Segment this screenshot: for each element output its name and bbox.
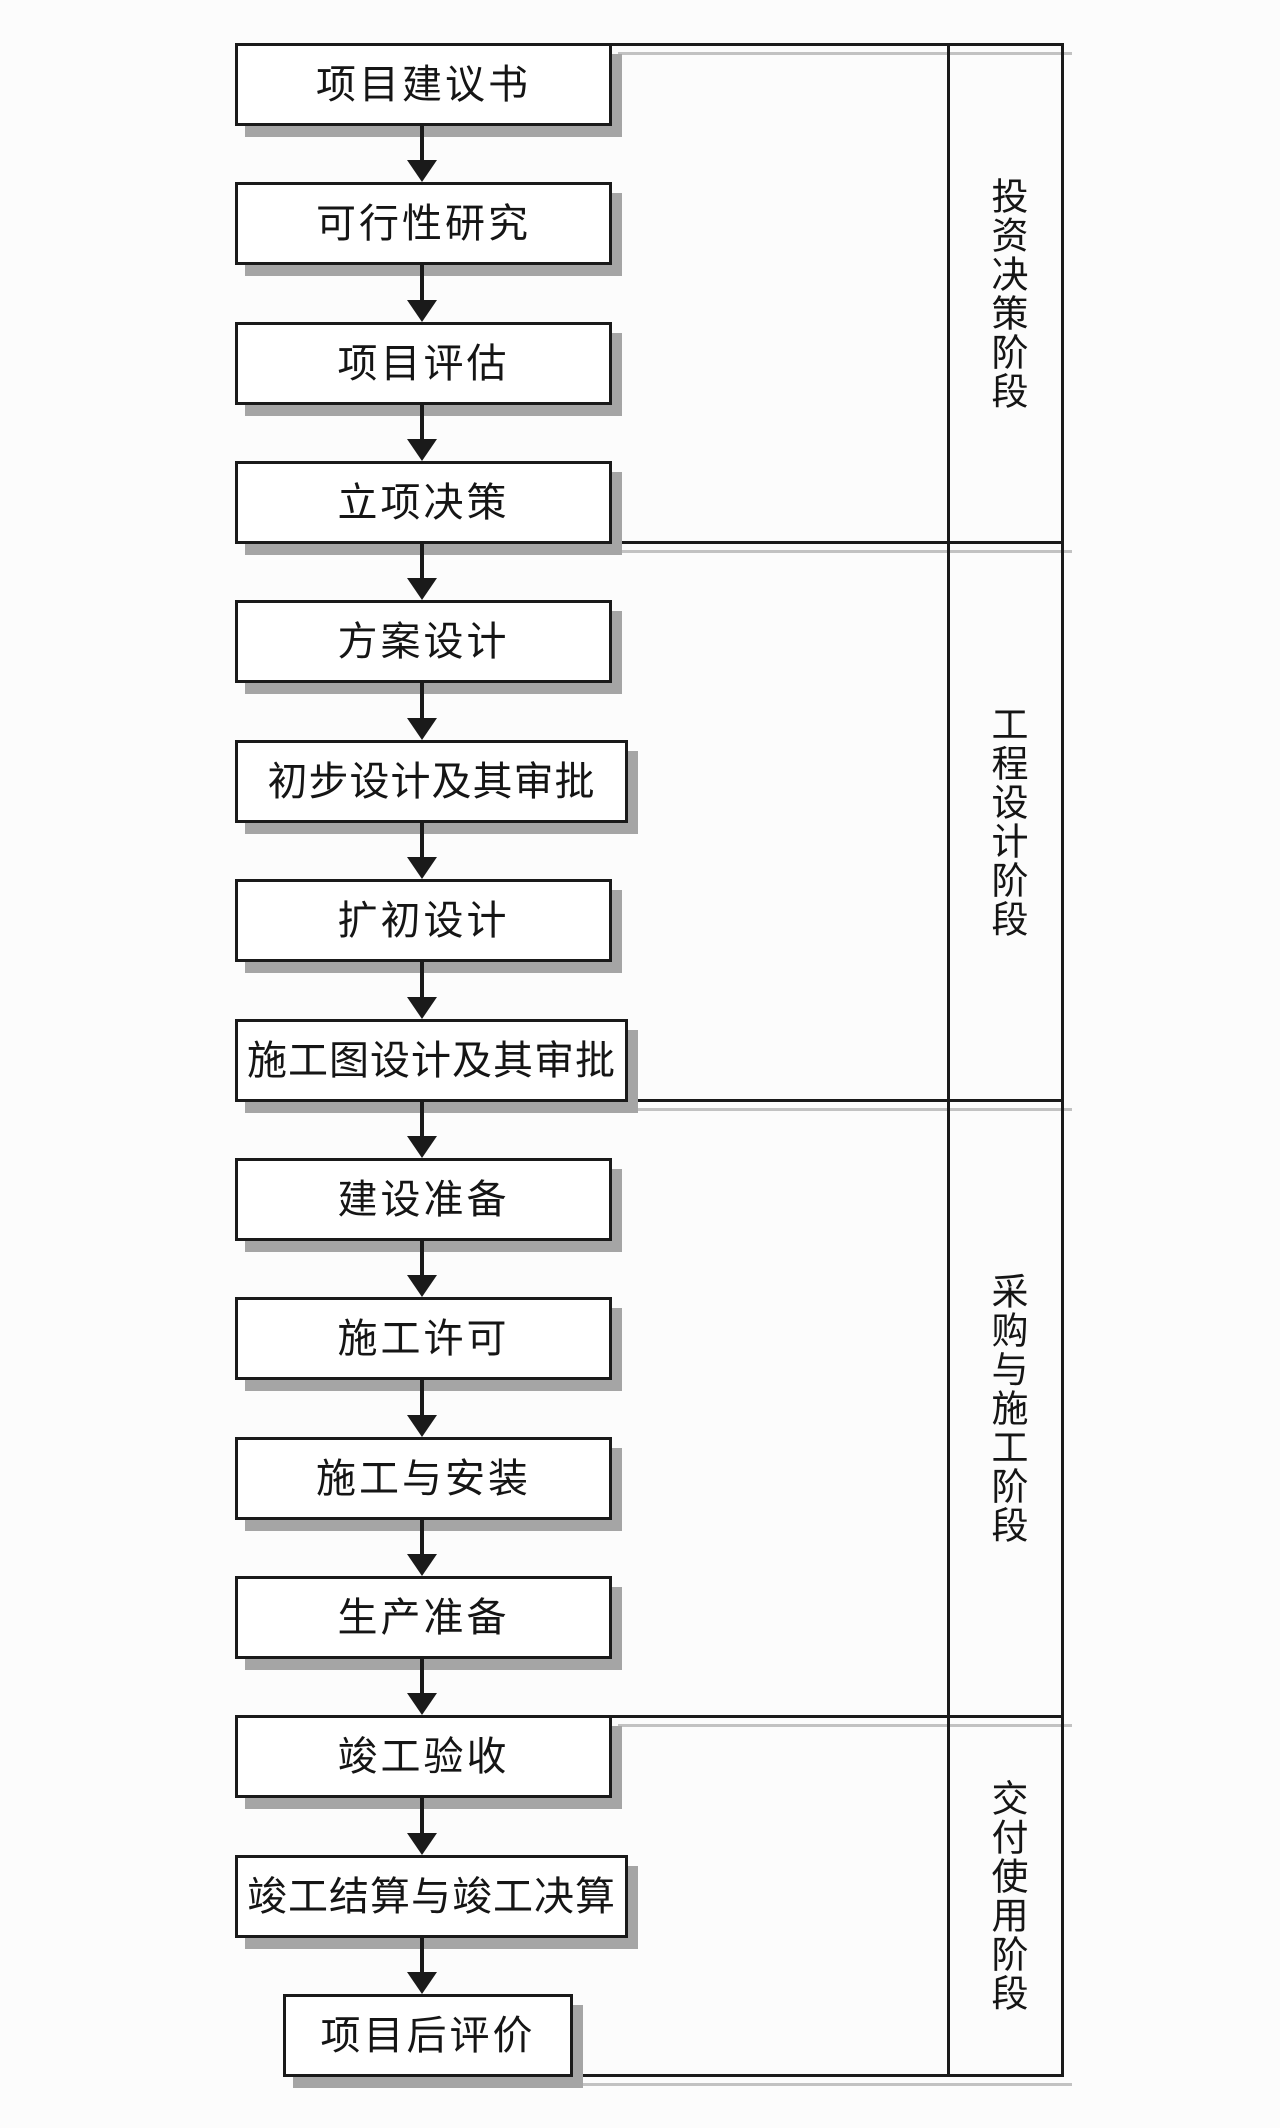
flow-box-completion-acceptance: 竣工验收 xyxy=(235,1715,612,1798)
arrow-down-head-icon xyxy=(407,160,437,182)
flow-box-feasibility-study: 可行性研究 xyxy=(235,182,612,265)
arrow-shaft xyxy=(420,124,424,160)
stage-label-text: 采购与施工阶段 xyxy=(984,1272,1026,1545)
flow-box-label: 项目建议书 xyxy=(316,61,531,107)
arrow-shaft xyxy=(420,1796,424,1833)
down-arrow-connector xyxy=(407,1796,437,1855)
flow-box-post-project-evaluation: 项目后评价 xyxy=(283,1994,573,2077)
down-arrow-connector xyxy=(407,1657,437,1715)
arrow-shaft xyxy=(420,1657,424,1693)
down-arrow-connector xyxy=(407,1239,437,1297)
flow-box-label: 项目评估 xyxy=(337,340,510,386)
flow-box-construction-installation: 施工与安装 xyxy=(235,1437,612,1520)
stage-divider-1 xyxy=(610,541,1064,544)
stage-label-text: 交付使用阶段 xyxy=(984,1779,1026,2013)
flow-box-label: 可行性研究 xyxy=(316,200,531,246)
arrow-down-head-icon xyxy=(407,857,437,879)
arrow-down-head-icon xyxy=(407,439,437,461)
stage-label-text: 工程设计阶段 xyxy=(984,704,1026,939)
flow-box-label: 施工与安装 xyxy=(316,1455,531,1501)
down-arrow-connector xyxy=(407,263,437,322)
arrow-shaft xyxy=(420,263,424,300)
arrow-down-head-icon xyxy=(407,1972,437,1994)
flow-box-construction-drawing-approval: 施工图设计及其审批 xyxy=(235,1019,628,1102)
flow-box-label: 扩初设计 xyxy=(337,897,510,943)
stage-label-engineering-design: 工程设计阶段 xyxy=(950,544,1060,1099)
flow-box-label: 方案设计 xyxy=(337,618,510,664)
arrow-shaft xyxy=(420,403,424,439)
stage-bottom-border xyxy=(570,2074,1064,2077)
arrow-down-head-icon xyxy=(407,578,437,600)
arrow-shaft xyxy=(420,1239,424,1275)
arrow-down-head-icon xyxy=(407,1693,437,1715)
flow-box-label: 施工图设计及其审批 xyxy=(247,1037,616,1083)
flow-box-construction-preparation: 建设准备 xyxy=(235,1158,612,1241)
flow-box-project-proposal: 项目建议书 xyxy=(235,43,612,126)
flow-box-label: 生产准备 xyxy=(337,1594,510,1640)
stage-top-border xyxy=(610,43,1064,46)
stage-label-delivery-use: 交付使用阶段 xyxy=(950,1718,1060,2074)
flow-box-completion-settlement: 竣工结算与竣工决算 xyxy=(235,1855,628,1938)
stage-column-right-border xyxy=(1061,43,1064,2077)
arrow-down-head-icon xyxy=(407,1554,437,1576)
down-arrow-connector xyxy=(407,124,437,182)
down-arrow-connector xyxy=(407,1518,437,1576)
down-arrow-connector xyxy=(407,1100,437,1158)
arrow-down-head-icon xyxy=(407,1415,437,1437)
arrow-shaft xyxy=(420,681,424,718)
down-arrow-connector xyxy=(407,821,437,879)
arrow-down-head-icon xyxy=(407,1275,437,1297)
down-arrow-connector xyxy=(407,960,437,1019)
stage-column-left-border xyxy=(947,43,950,2077)
flow-box-label: 初步设计及其审批 xyxy=(267,758,596,804)
stage-label-investment-decision: 投资决策阶段 xyxy=(950,46,1060,541)
flow-box-scheme-design: 方案设计 xyxy=(235,600,612,683)
arrow-down-head-icon xyxy=(407,300,437,322)
flow-box-label: 竣工结算与竣工决算 xyxy=(247,1873,616,1919)
stage-divider-3 xyxy=(610,1715,1064,1718)
arrow-shaft xyxy=(420,542,424,578)
arrow-shaft xyxy=(420,1936,424,1972)
flow-box-preliminary-design-approval: 初步设计及其审批 xyxy=(235,740,628,823)
flow-box-extended-preliminary-design: 扩初设计 xyxy=(235,879,612,962)
stage-label-text: 投资决策阶段 xyxy=(984,176,1026,411)
arrow-down-head-icon xyxy=(407,997,437,1019)
stage-divider-2 xyxy=(626,1099,1064,1102)
flow-box-label: 建设准备 xyxy=(337,1176,510,1222)
stage-label-procurement-construction: 采购与施工阶段 xyxy=(950,1102,1060,1715)
arrow-shaft xyxy=(420,1518,424,1554)
down-arrow-connector xyxy=(407,403,437,461)
down-arrow-connector xyxy=(407,1936,437,1994)
flow-box-project-approval-decision: 立项决策 xyxy=(235,461,612,544)
flow-box-production-preparation: 生产准备 xyxy=(235,1576,612,1659)
flow-box-label: 竣工验收 xyxy=(337,1733,510,1779)
down-arrow-connector xyxy=(407,542,437,600)
arrow-down-head-icon xyxy=(407,1833,437,1855)
flow-box-project-evaluation: 项目评估 xyxy=(235,322,612,405)
arrow-shaft xyxy=(420,960,424,997)
down-arrow-connector xyxy=(407,681,437,740)
arrow-shaft xyxy=(420,1378,424,1415)
flow-box-label: 立项决策 xyxy=(337,479,510,525)
down-arrow-connector xyxy=(407,1378,437,1437)
flow-box-label: 项目后评价 xyxy=(320,2012,536,2058)
flow-box-label: 施工许可 xyxy=(337,1315,510,1361)
arrow-down-head-icon xyxy=(407,718,437,740)
flow-box-construction-permit: 施工许可 xyxy=(235,1297,612,1380)
arrow-down-head-icon xyxy=(407,1136,437,1158)
arrow-shaft xyxy=(420,821,424,857)
arrow-shaft xyxy=(420,1100,424,1136)
